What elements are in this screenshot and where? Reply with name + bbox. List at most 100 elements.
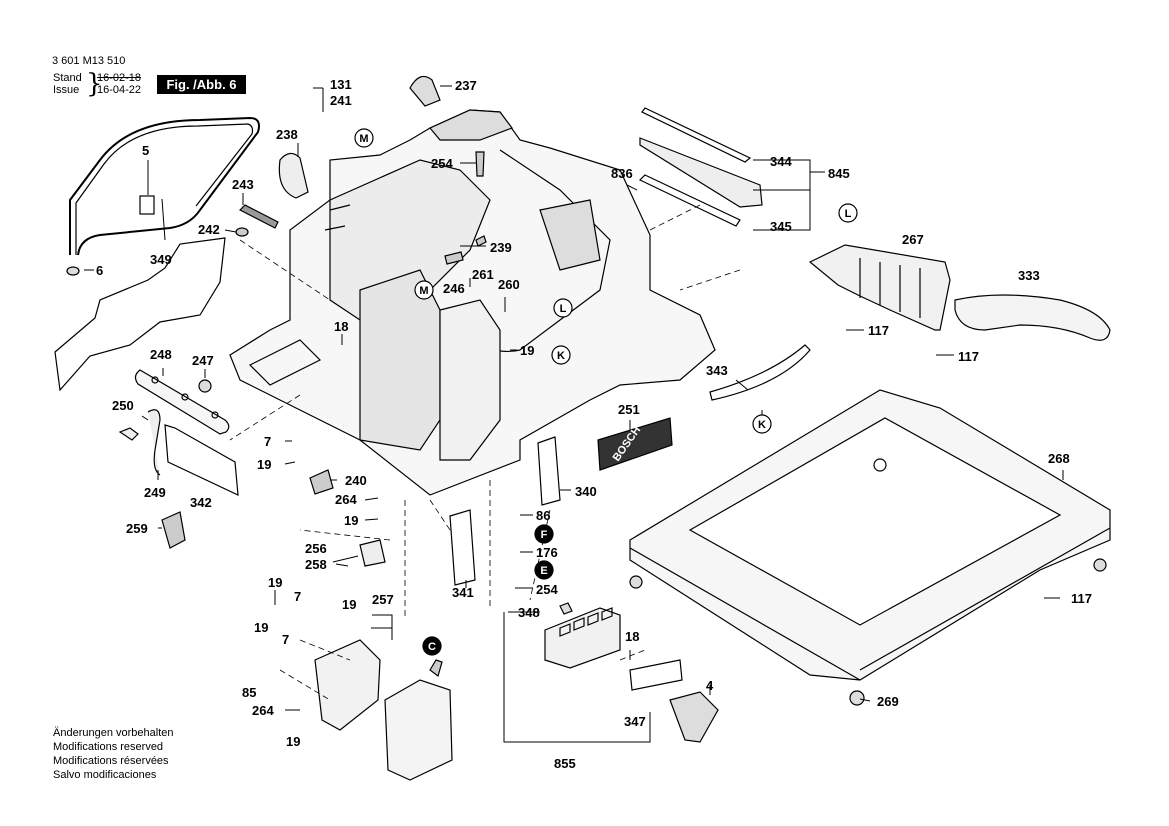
issue-date: 16-04-22 xyxy=(97,84,142,96)
issue-label: Issue xyxy=(53,84,80,96)
part-label: 250 xyxy=(112,398,134,413)
callout-l: L xyxy=(845,208,852,220)
part-label: 246 xyxy=(443,281,465,296)
callout-m: M xyxy=(419,285,428,297)
part-label: 176 xyxy=(536,545,558,560)
part-label: 349 xyxy=(150,252,172,267)
callout-circles xyxy=(354,128,858,656)
part-label: 86 xyxy=(536,508,550,523)
part-label: 260 xyxy=(498,277,520,292)
leader-lines xyxy=(84,85,1064,743)
part-label: 347 xyxy=(624,714,646,729)
part-label: 249 xyxy=(144,485,166,500)
part-label: 341 xyxy=(452,585,474,600)
part-label: 342 xyxy=(190,495,212,510)
part-label: 256 xyxy=(305,541,327,556)
part-label: 242 xyxy=(198,222,220,237)
part-label: 264 xyxy=(335,492,357,507)
part-label: 240 xyxy=(345,473,367,488)
part-label: 7 xyxy=(294,589,301,604)
assembly-dash-lines xyxy=(229,204,741,701)
callout-k: K xyxy=(557,350,565,362)
part-label: 19 xyxy=(268,575,282,590)
part-label: 343 xyxy=(706,363,728,378)
clip-237 xyxy=(409,75,441,107)
part-number: 3 601 M13 510 xyxy=(52,55,126,67)
callout-l: L xyxy=(560,303,567,315)
part-label: 254 xyxy=(431,156,453,171)
part-label: 333 xyxy=(1018,268,1040,283)
footer-note: Salvo modificaciones xyxy=(53,769,157,781)
bracket-238 xyxy=(278,152,309,199)
part-label: 836 xyxy=(611,166,633,181)
callout-c: C xyxy=(428,641,436,653)
label-347 xyxy=(629,659,683,691)
bracket-267 xyxy=(808,244,951,331)
screw-239 xyxy=(475,235,487,247)
part-label: 259 xyxy=(126,521,148,536)
part-label: 19 xyxy=(344,513,358,528)
part-label: 340 xyxy=(575,484,597,499)
part-label: 251 xyxy=(618,402,640,417)
part-label: 254 xyxy=(536,582,558,597)
switch-housing-257 xyxy=(314,639,453,781)
drive-belt-cord xyxy=(66,116,260,276)
base-housing-836 xyxy=(229,109,716,496)
nut-247 xyxy=(198,379,212,393)
part-label: 855 xyxy=(554,756,576,771)
logo-plate-251 xyxy=(597,417,673,471)
wing-bolt-250 xyxy=(118,409,161,476)
part-label: 6 xyxy=(96,263,103,278)
part-label: 19 xyxy=(257,457,271,472)
part-label: 243 xyxy=(232,177,254,192)
date-brace: } xyxy=(86,69,103,99)
part-label: 19 xyxy=(342,597,356,612)
callout-k: K xyxy=(758,419,766,431)
strips-344-345 xyxy=(638,107,763,227)
stand-date: 16-02-18 xyxy=(97,72,142,84)
figure-label: Fig. /Abb. 6 xyxy=(157,75,246,94)
part-label: 261 xyxy=(472,267,494,282)
part-label: 269 xyxy=(877,694,899,709)
part-label: 7 xyxy=(282,632,289,647)
callout-letters: M M L L K K F E C xyxy=(359,133,851,653)
part-label: 345 xyxy=(770,219,792,234)
part-label: 19 xyxy=(254,620,268,635)
footer-note: Änderungen vorbehalten xyxy=(53,727,174,739)
part-label: 845 xyxy=(828,166,850,181)
part-label: 19 xyxy=(520,343,534,358)
part-label: 348 xyxy=(518,605,540,620)
part-label: 117 xyxy=(1071,591,1092,606)
part-label: 117 xyxy=(958,349,979,364)
wrench-243 xyxy=(238,204,279,229)
part-label: 131 xyxy=(330,77,352,92)
part-label: 85 xyxy=(242,685,256,700)
callout-e: E xyxy=(540,565,547,577)
part-label: 239 xyxy=(490,240,512,255)
switch-4 xyxy=(669,691,719,743)
label-340 xyxy=(537,436,561,506)
stand-label: Stand xyxy=(53,72,82,84)
part-label: 248 xyxy=(150,347,172,362)
footer-note: Modifications reserved xyxy=(53,741,164,753)
knob-259 xyxy=(161,511,186,549)
callout-m: M xyxy=(359,133,368,145)
part-label: 19 xyxy=(286,734,300,749)
callout-f: F xyxy=(541,529,548,541)
part-label: 4 xyxy=(706,678,714,693)
part-label: 117 xyxy=(868,323,889,338)
part-label: 247 xyxy=(192,353,214,368)
part-label: 257 xyxy=(372,592,394,607)
handle-333 xyxy=(954,294,1111,341)
strip-343 xyxy=(709,344,811,401)
cover-240 xyxy=(309,469,334,495)
part-label: 18 xyxy=(334,319,348,334)
part-label: 268 xyxy=(1048,451,1070,466)
screw-254-top xyxy=(475,151,485,177)
part-label: 237 xyxy=(455,78,477,93)
part-label: 267 xyxy=(902,232,924,247)
switch-box-855 xyxy=(544,602,621,669)
part-label: 344 xyxy=(770,154,792,169)
washer-242 xyxy=(235,227,249,237)
